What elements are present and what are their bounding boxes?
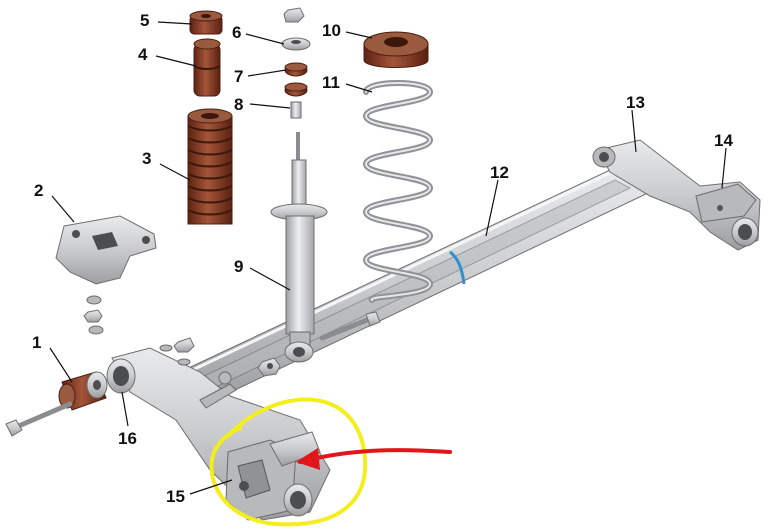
spring-upper-insulator <box>363 31 429 68</box>
callout-2: 2 <box>34 181 43 200</box>
rear-beam <box>179 169 652 401</box>
left-arm-bracket <box>225 431 321 521</box>
callout-11: 11 <box>322 73 340 92</box>
red-arrow-icon <box>296 448 452 470</box>
callout-3: 3 <box>142 149 151 168</box>
compression-buffer <box>187 108 233 225</box>
callout-12: 12 <box>490 163 509 182</box>
rebound-buffer <box>193 38 221 97</box>
callout-5: 5 <box>140 11 149 30</box>
arm-bolt <box>5 401 73 437</box>
top-bushing <box>189 10 223 35</box>
callout-7: 7 <box>234 67 243 86</box>
body-bracket <box>55 215 157 335</box>
coil-spring <box>362 80 434 303</box>
callout-1: 1 <box>32 333 41 352</box>
callout-13: 13 <box>626 93 645 112</box>
beam-cut-line <box>449 250 466 285</box>
beam-bolt <box>159 311 381 377</box>
callout-4: 4 <box>138 45 148 64</box>
callout-14: 14 <box>714 131 733 150</box>
spacer-sleeve <box>290 101 302 119</box>
leader-lines <box>49 21 727 495</box>
callout-9: 9 <box>234 257 243 276</box>
shock-absorber <box>270 132 328 363</box>
callout-6: 6 <box>232 23 241 42</box>
rubber-washers <box>284 62 308 97</box>
callout-8: 8 <box>234 95 243 114</box>
callout-labels: 1 2 3 4 5 6 7 8 9 10 11 12 13 14 15 16 <box>32 11 733 506</box>
nut-and-washer <box>281 7 311 51</box>
yellow-highlight-circle <box>209 397 368 527</box>
callout-15: 15 <box>166 487 185 506</box>
callout-10: 10 <box>322 21 341 40</box>
callout-16: 16 <box>118 429 137 448</box>
right-arm-bracket <box>695 183 759 247</box>
